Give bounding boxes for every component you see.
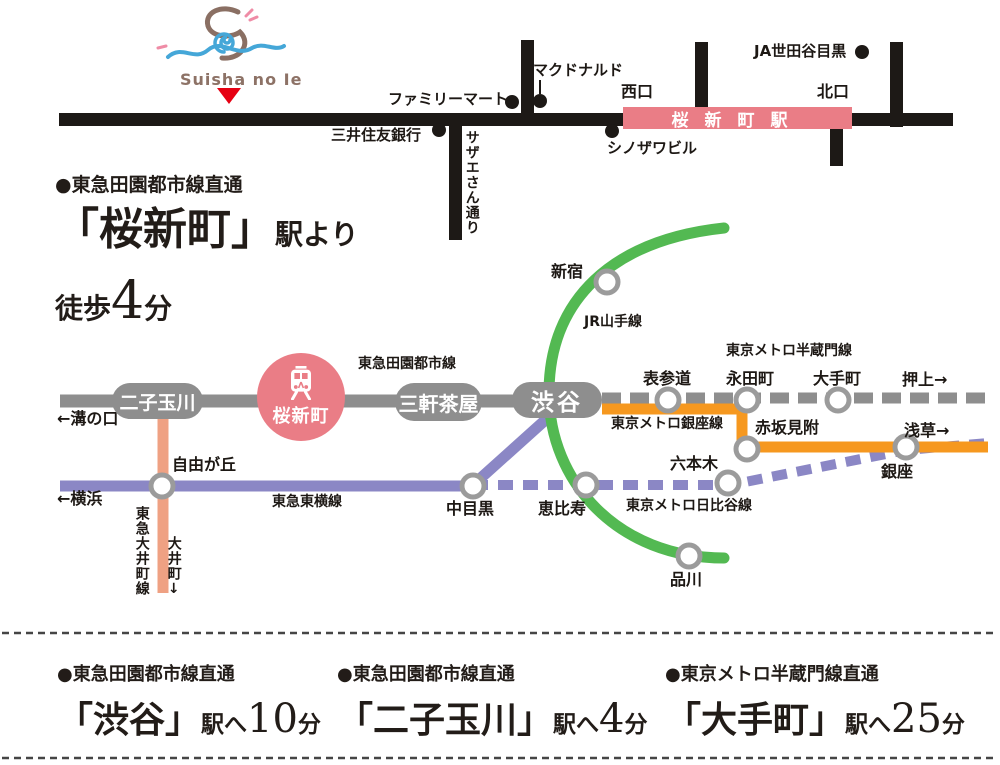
logo-text: Suisha no Ie xyxy=(180,70,303,89)
headline-station: 「桜新町」 xyxy=(55,204,275,255)
omotesando-label: 表参道 xyxy=(643,369,692,388)
shinjuku-station-node xyxy=(593,268,621,296)
ja-setagaya-label: JA世田谷目黒 xyxy=(754,42,847,60)
toyoko-line-label: 東急東横線 xyxy=(272,494,342,510)
ebisu-station-node xyxy=(572,471,600,499)
west-exit-label: 西口 xyxy=(621,82,654,101)
access-note-station: 「渋谷」 xyxy=(57,699,202,741)
nagatacho-label: 永田町 xyxy=(726,369,775,388)
train-icon xyxy=(291,366,311,400)
shinjuku-label: 新宿 xyxy=(551,262,584,281)
headline-unit: 分 xyxy=(144,292,173,325)
denentoshi-line-label: 東急田園都市線 xyxy=(358,356,456,372)
nagatacho-station-node xyxy=(733,386,761,414)
headline-from-suffix: 駅より xyxy=(275,218,359,251)
ginza-station-node xyxy=(892,433,920,461)
north-street-1 xyxy=(521,40,534,126)
access-note-suffix: 駅へ xyxy=(201,711,248,738)
jiyugaoka-station-node xyxy=(148,472,176,500)
yokohama-direction: ←横浜 xyxy=(57,489,103,508)
sakurashinmachi-label: 桜新町 xyxy=(272,406,330,427)
shinagawa-label: 品川 xyxy=(670,570,703,589)
shinozawa-label: シノザワビル xyxy=(607,139,698,157)
shinozawa-dot xyxy=(605,124,619,138)
nakameguro-station-node xyxy=(459,472,487,500)
smbc-bank-label: 三井住友銀行 xyxy=(331,126,422,144)
access-note-futakotamagawa: ●東急田園都市線直通 「二子玉川」駅へ4分 xyxy=(337,663,647,743)
access-note-station: 「二子玉川」 xyxy=(337,699,554,741)
sakurashinmachi-station-badge: 桜新町 xyxy=(257,353,345,441)
shinagawa-station-node xyxy=(675,542,703,570)
sazae-street-label: サザエさん通り xyxy=(463,130,480,235)
familymart-label: ファミリーマート xyxy=(388,90,509,108)
familymart-dot xyxy=(505,95,519,109)
shibuya-pill: 渋谷 xyxy=(512,382,602,418)
oimachi-line-label: 東急大井町線 xyxy=(133,506,150,596)
roppongi-label: 六本木 xyxy=(670,454,719,473)
access-note-unit: 分 xyxy=(297,711,321,738)
suisha-logo-graphic xyxy=(156,6,286,61)
south-street-stub xyxy=(830,126,843,166)
sangenjaya-pill: 三軒茶屋 xyxy=(395,383,482,421)
yamanote-line-label: JR山手線 xyxy=(584,314,642,330)
station-box: 桜新町駅 xyxy=(623,107,852,131)
hanzomon-line-label: 東京メトロ半蔵門線 xyxy=(726,343,852,359)
ginza-line-label: 東京メトロ銀座線 xyxy=(611,416,723,432)
hibiya-line-label: 東京メトロ日比谷線 xyxy=(626,498,752,514)
headline-walk-prefix: 徒歩 xyxy=(55,292,112,325)
futakotamagawa-pill: 二子玉川 xyxy=(112,383,203,419)
akasaka-mitsuke-label: 赤坂見附 xyxy=(755,418,820,437)
access-note-suffix: 駅へ xyxy=(845,711,892,738)
access-note-minutes: 4 xyxy=(599,696,625,742)
ginza-station-label: 銀座 xyxy=(881,462,914,481)
asakusa-direction: 浅草→ xyxy=(904,421,950,440)
access-note-shibuya: ●東急田園都市線直通 「渋谷」駅へ10分 xyxy=(57,663,321,743)
sazae-street-road xyxy=(449,113,462,240)
akasaka-mitsuke-station-node xyxy=(733,435,761,463)
north-street-3 xyxy=(890,42,903,127)
access-note-otemachi: ●東京メトロ半蔵門線直通 「大手町」駅へ25分 xyxy=(665,663,965,743)
headline: ●東急田園都市線直通 「桜新町」駅より 徒歩4分 xyxy=(55,172,358,343)
otemachi-label: 大手町 xyxy=(813,369,862,388)
omotesando-station-node xyxy=(654,386,682,414)
headline-line-note: ●東急田園都市線直通 xyxy=(55,174,243,196)
jiyugaoka-label: 自由が丘 xyxy=(172,455,237,474)
smbc-bank-dot xyxy=(432,123,446,137)
ebisu-label: 恵比寿 xyxy=(538,499,587,518)
access-note-unit: 分 xyxy=(941,711,965,738)
nakameguro-label: 中目黒 xyxy=(446,499,495,518)
access-note-line: ●東急田園都市線直通 xyxy=(337,664,515,685)
access-note-unit: 分 xyxy=(624,711,648,738)
access-note-line: ●東急田園都市線直通 xyxy=(57,664,235,685)
mcdonalds-dot xyxy=(533,94,547,108)
north-exit-label: 北口 xyxy=(817,82,850,101)
access-note-station: 「大手町」 xyxy=(665,699,846,741)
oshiage-direction: 押上→ xyxy=(902,370,948,389)
access-note-minutes: 10 xyxy=(247,696,298,742)
access-note-minutes: 25 xyxy=(891,696,942,742)
toyoko-line xyxy=(60,409,556,492)
otemachi-station-node xyxy=(824,386,852,414)
access-note-line: ●東京メトロ半蔵門線直通 xyxy=(665,664,879,685)
mcdonalds-label: マクドナルド xyxy=(533,61,624,79)
location-marker-icon xyxy=(217,88,241,104)
ja-setagaya-dot xyxy=(855,45,869,59)
mizonokuchi-direction: ←溝の口 xyxy=(57,409,119,428)
headline-minutes: 4 xyxy=(111,271,145,331)
roppongi-station-node xyxy=(714,469,742,497)
access-note-suffix: 駅へ xyxy=(553,711,600,738)
north-street-2 xyxy=(695,42,708,108)
oimachi-direction: 大井町↓ xyxy=(165,536,182,598)
